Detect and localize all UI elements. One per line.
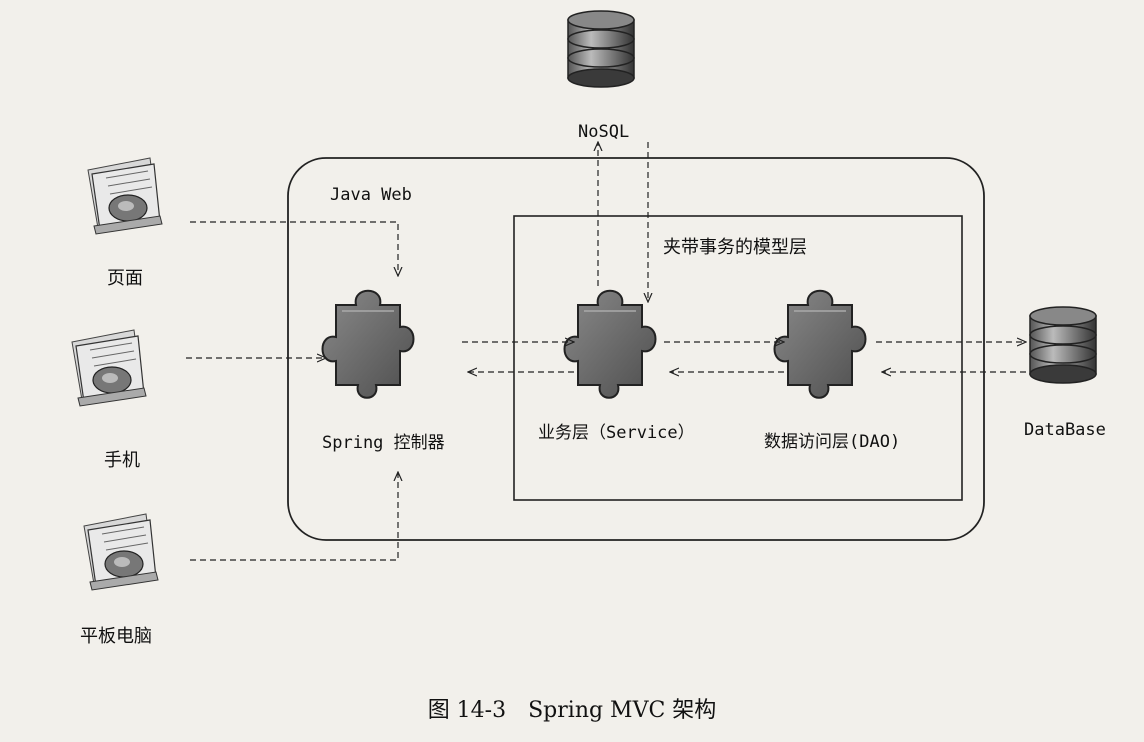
service-puzzle-icon — [563, 289, 657, 399]
nosql-database-icon — [567, 10, 635, 88]
relational-database-icon — [1029, 306, 1097, 384]
controller-label: Spring 控制器 — [322, 433, 445, 453]
service-label: 业务层（Service） — [538, 423, 695, 443]
database-label: DataBase — [1024, 420, 1106, 440]
nosql-label: NoSQL — [578, 122, 630, 142]
phone-client-label: 手机 — [104, 450, 140, 471]
tablet-client-icon — [83, 513, 159, 591]
dao-label: 数据访问层(DAO) — [764, 432, 901, 452]
connectors — [186, 142, 1026, 561]
tablet-client-label: 平板电脑 — [80, 626, 152, 647]
model-layer-label: 夹带事务的模型层 — [663, 237, 807, 258]
figure-caption: 图 14-3 Spring MVC 架构 — [427, 698, 717, 723]
page-client-icon — [87, 157, 163, 235]
phone-client-icon — [71, 329, 147, 407]
model-layer-boundary — [513, 215, 963, 501]
java-web-boundary — [287, 157, 985, 541]
controller-puzzle-icon — [321, 289, 415, 399]
java-web-label: Java Web — [330, 185, 412, 205]
page-client-label: 页面 — [107, 268, 143, 289]
dao-puzzle-icon — [773, 289, 867, 399]
